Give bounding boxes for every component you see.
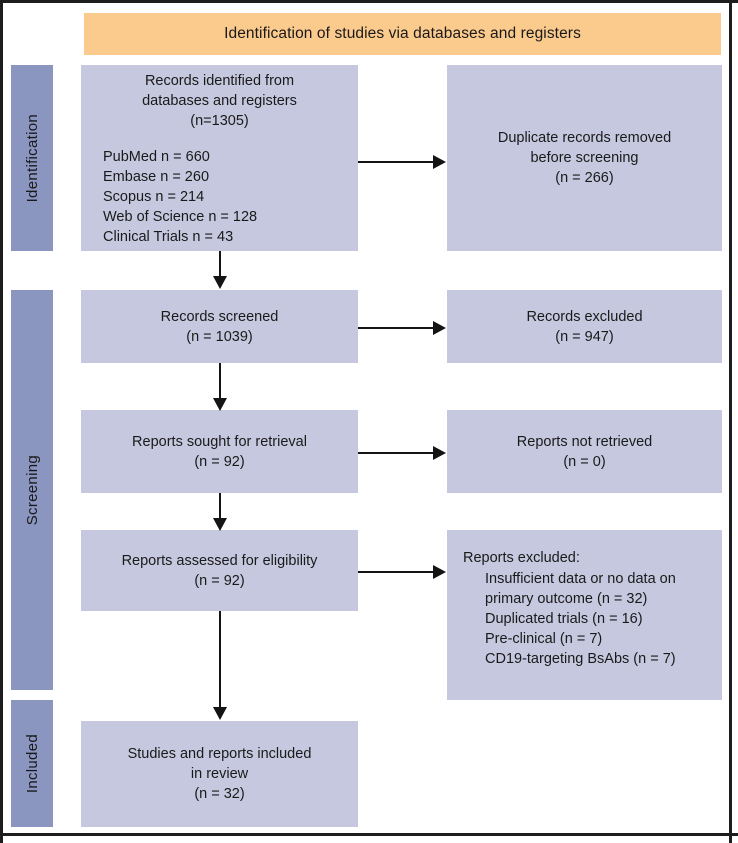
- reason-duplicated-trials: Duplicated trials (n = 16): [485, 611, 643, 627]
- source-embase: Embase n = 260: [103, 169, 210, 185]
- box-records-identified: Records identified from databases and re…: [81, 65, 358, 251]
- figure-border-left: [0, 0, 3, 843]
- records-screened-count: (n = 1039): [186, 328, 253, 345]
- records-identified-source-list: PubMed n = 660 Embase n = 260 Scopus n =…: [93, 147, 346, 247]
- figure-border-bottom: [0, 833, 738, 836]
- duplicates-line-1: Duplicate records removed: [497, 130, 672, 146]
- records-identified-count: (n=1305): [190, 113, 249, 129]
- studies-included-line-2: in review: [190, 766, 249, 782]
- duplicates-line-2: before screening: [530, 150, 639, 166]
- studies-included-line-1: Studies and reports included: [127, 746, 312, 762]
- arrow-head-sought-to-assessed: [213, 518, 227, 531]
- box-reports-sought-for-retrieval: Reports sought for retrieval (n = 92): [81, 410, 358, 493]
- arrow-head-screened-to-excluded: [433, 321, 446, 335]
- source-pubmed: PubMed n = 660: [103, 149, 210, 165]
- stage-sidebar-screening: Screening: [11, 290, 53, 690]
- source-scopus: Scopus n = 214: [103, 189, 205, 205]
- arrow-identified-to-duplicates: [358, 161, 434, 163]
- reports-excluded-heading: Reports excluded:: [463, 550, 580, 566]
- arrow-head-identified-to-screened: [213, 276, 227, 289]
- reports-not-retrieved-count: (n = 0): [563, 453, 606, 470]
- records-identified-line-1: Records identified from: [144, 73, 295, 89]
- reason-pre-clinical: Pre-clinical (n = 7): [485, 631, 603, 647]
- arrow-identified-to-screened: [219, 251, 221, 278]
- stage-label-screening: Screening: [23, 454, 41, 526]
- studies-included-count: (n = 32): [194, 786, 245, 802]
- stage-label-included: Included: [23, 733, 41, 794]
- records-identified-heading: Records identified from databases and re…: [93, 71, 346, 131]
- arrow-screened-to-sought: [219, 363, 221, 400]
- stage-label-identification: Identification: [23, 113, 41, 203]
- box-reports-excluded-reasons: Reports excluded: Insufficient data or n…: [447, 530, 722, 700]
- source-clinical-trials: Clinical Trials n = 43: [103, 229, 234, 245]
- figure-border-right: [729, 0, 732, 843]
- reports-assessed-count: (n = 92): [194, 572, 245, 589]
- box-records-screened: Records screened (n = 1039): [81, 290, 358, 363]
- source-web-of-science: Web of Science n = 128: [103, 209, 258, 225]
- arrow-head-identified-to-duplicates: [433, 155, 446, 169]
- arrow-head-screened-to-sought: [213, 398, 227, 411]
- arrow-screened-to-excluded: [358, 327, 434, 329]
- arrow-assessed-to-included: [219, 611, 221, 709]
- reports-sought-count: (n = 92): [194, 453, 245, 470]
- records-screened-label: Records screened: [160, 308, 279, 325]
- arrow-sought-to-assessed: [219, 493, 221, 520]
- reports-assessed-label: Reports assessed for eligibility: [121, 552, 318, 569]
- box-reports-not-retrieved: Reports not retrieved (n = 0): [447, 410, 722, 493]
- records-excluded-label: Records excluded: [526, 308, 643, 325]
- box-studies-included-in-review: Studies and reports included in review (…: [81, 721, 358, 827]
- arrow-sought-to-not-retrieved: [358, 452, 434, 454]
- duplicates-count: (n = 266): [555, 170, 614, 186]
- reason-cd19-targeting-bsabs: CD19-targeting BsAbs (n = 7): [485, 651, 676, 667]
- stage-sidebar-identification: Identification: [11, 65, 53, 251]
- stage-sidebar-included: Included: [11, 700, 53, 827]
- arrow-head-assessed-to-reports-excluded: [433, 565, 446, 579]
- records-excluded-count: (n = 947): [555, 328, 614, 345]
- box-records-excluded: Records excluded (n = 947): [447, 290, 722, 363]
- figure-border-top: [0, 0, 738, 3]
- reason-insufficient-data-line-1: Insufficient data or no data on: [485, 571, 676, 587]
- diagram-header-title: Identification of studies via databases …: [224, 25, 581, 42]
- reports-sought-label: Reports sought for retrieval: [132, 433, 307, 450]
- arrow-assessed-to-reports-excluded: [358, 571, 434, 573]
- records-identified-line-2: databases and registers: [142, 93, 297, 109]
- box-duplicate-records-removed: Duplicate records removed before screeni…: [447, 65, 722, 251]
- reason-insufficient-data-line-2: primary outcome (n = 32): [485, 591, 648, 607]
- arrow-head-sought-to-not-retrieved: [433, 446, 446, 460]
- arrow-head-assessed-to-included: [213, 707, 227, 720]
- reports-not-retrieved-label: Reports not retrieved: [516, 433, 653, 450]
- box-reports-assessed-for-eligibility: Reports assessed for eligibility (n = 92…: [81, 530, 358, 611]
- diagram-header-banner: Identification of studies via databases …: [84, 13, 721, 55]
